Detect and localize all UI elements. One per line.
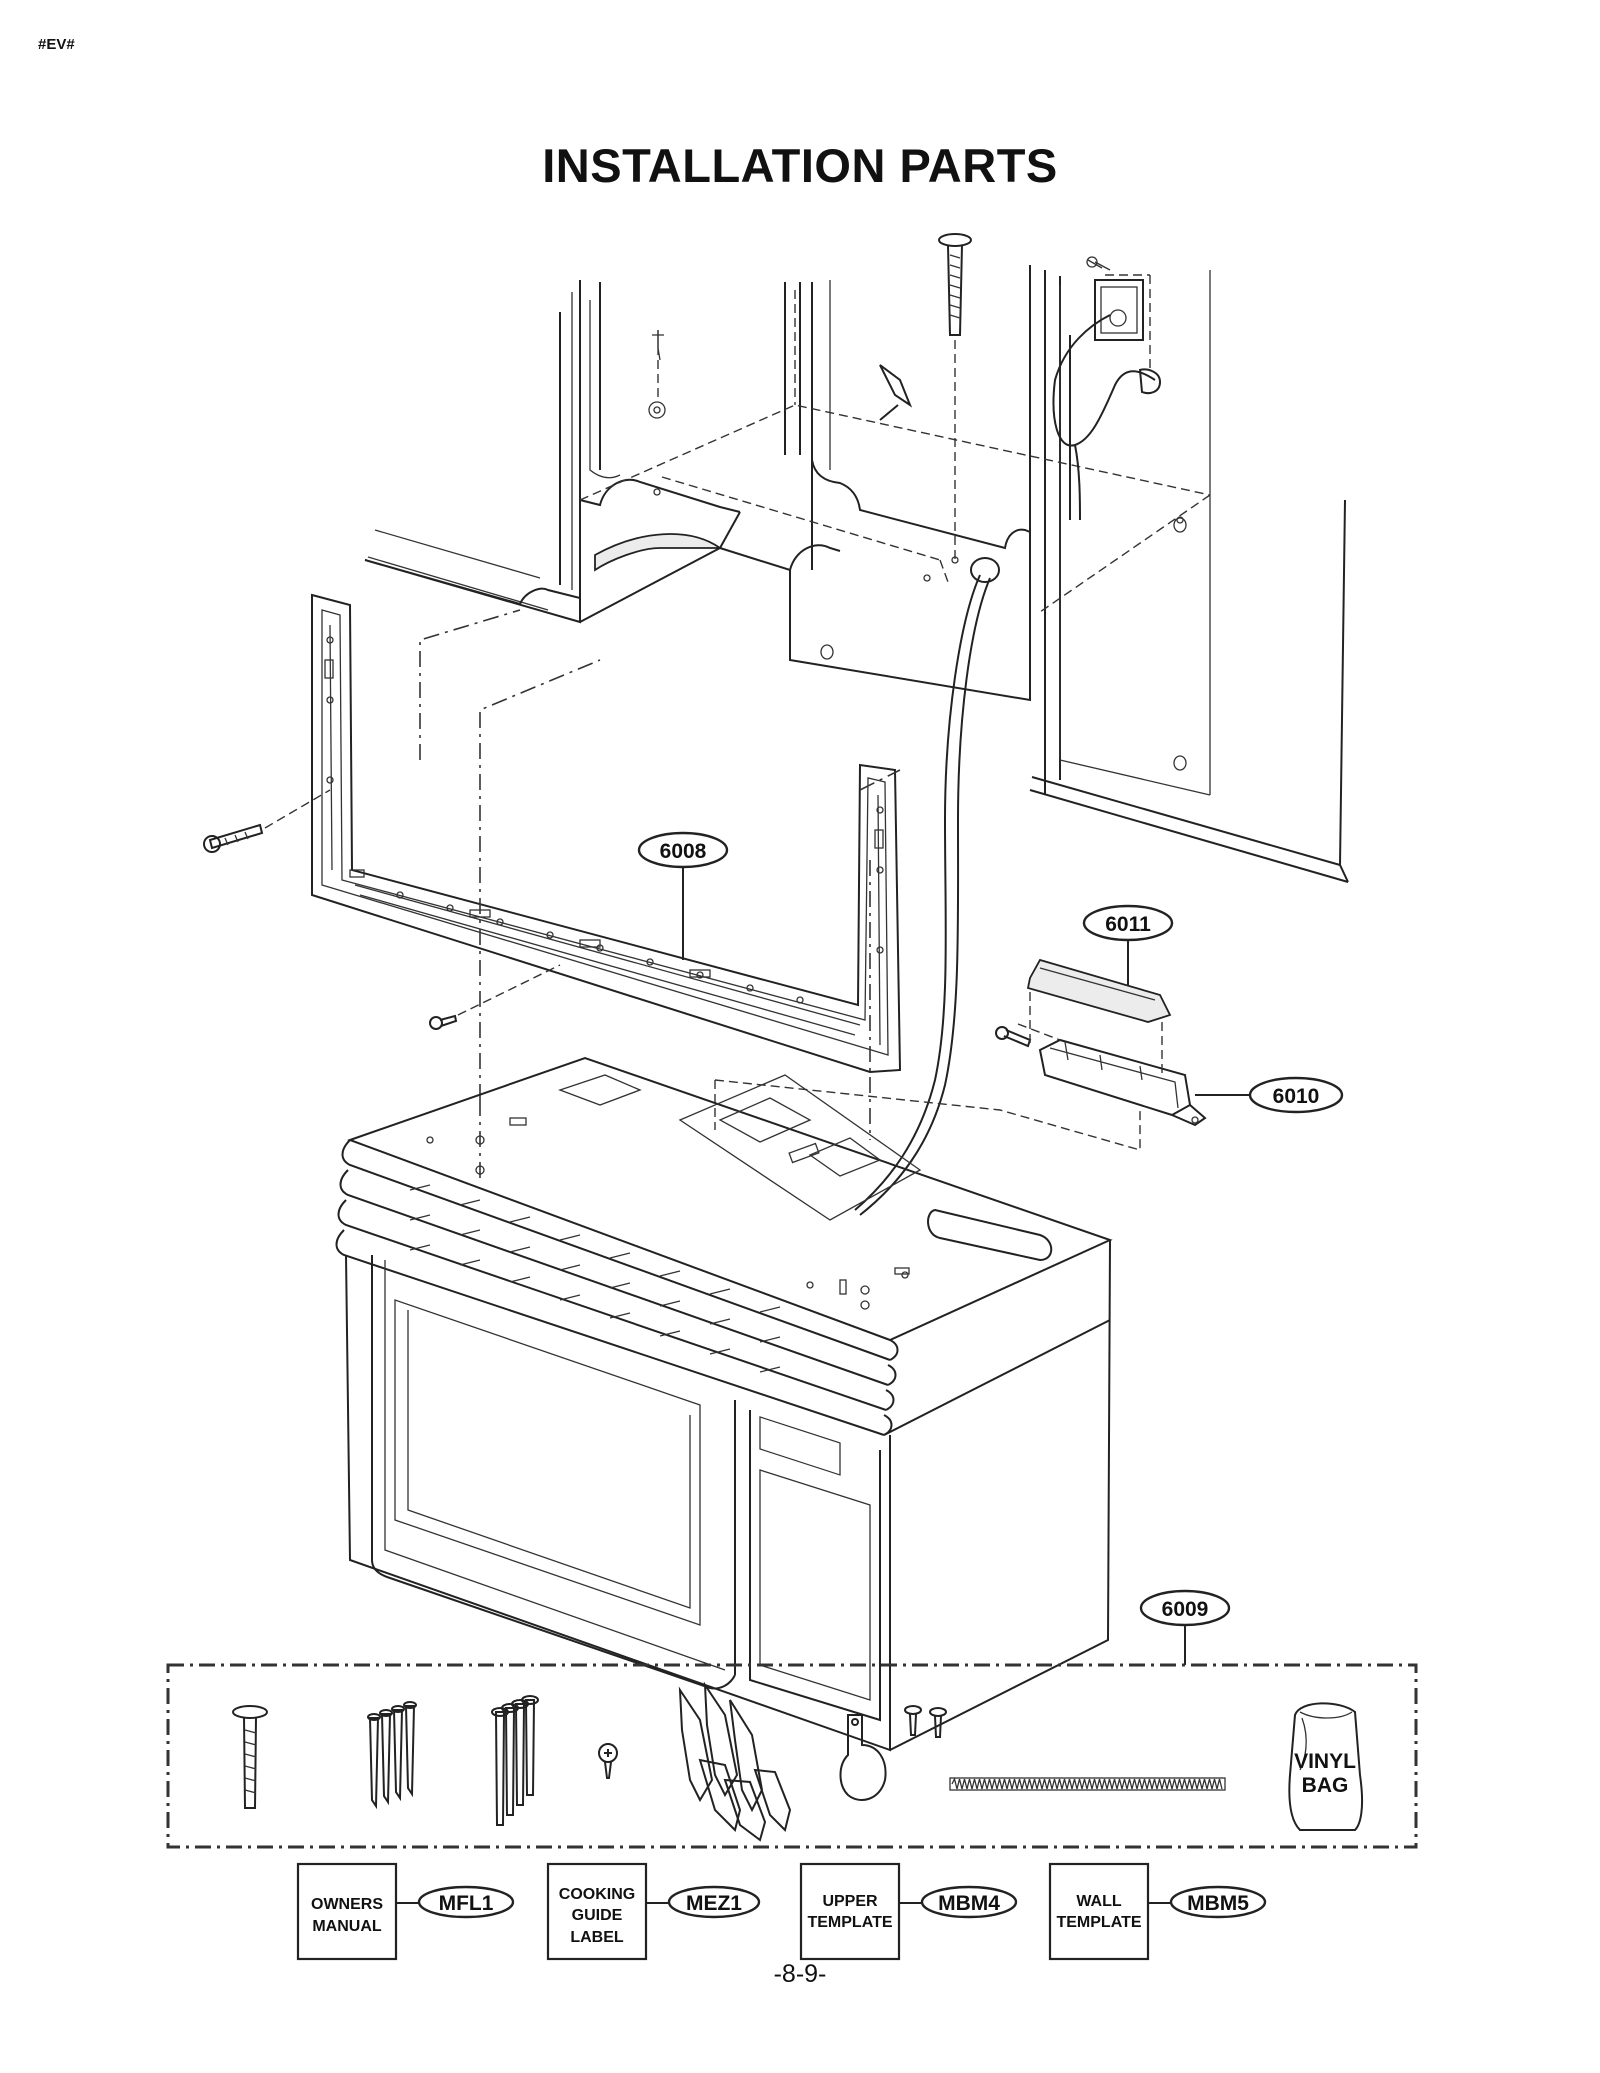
damper-parts-drawing — [714, 958, 1207, 1151]
doc-wall-template-line2: TEMPLATE — [1056, 1914, 1141, 1931]
doc-owners-manual: OWNERS MANUAL MFL1 — [296, 1862, 515, 1961]
documents-row: OWNERS MANUAL MFL1 COOKING GUIDE LABEL M… — [296, 1862, 1267, 1961]
vinyl-bag-icon: VINYL BAG — [1288, 1702, 1364, 1831]
doc-cooking-guide-code: MEZ1 — [686, 1892, 742, 1915]
doc-wall-template-code: MBM5 — [1187, 1892, 1249, 1915]
doc-upper-template-code: MBM4 — [938, 1892, 1000, 1915]
cord-clamp-icon — [839, 1714, 887, 1801]
doc-owners-manual-line1: OWNERS — [311, 1896, 383, 1913]
upper-cabinet-drawing — [364, 233, 1349, 1216]
doc-cooking-guide-label: COOKING GUIDE LABEL MEZ1 — [546, 1862, 761, 1961]
doc-cooking-guide-line1: COOKING — [559, 1886, 635, 1903]
wood-screws-icon — [367, 1701, 417, 1810]
wing-toggles-icon — [678, 1681, 792, 1842]
mounting-plate-6008 — [203, 593, 902, 1140]
doc-upper-template: UPPER TEMPLATE MBM4 — [799, 1862, 1018, 1961]
document-code: #EV# — [38, 36, 75, 53]
vinyl-bag-label-2: BAG — [1302, 1774, 1349, 1797]
doc-wall-template: WALL TEMPLATE MBM5 — [1048, 1862, 1267, 1961]
callout-6010: 6010 — [1195, 1076, 1344, 1114]
filter-spring-icon — [949, 1777, 1226, 1791]
vinyl-bag-label-1: VINYL — [1294, 1750, 1356, 1773]
parts-kit-6009: VINYL BAG — [166, 1663, 1418, 1849]
microwave-oven-drawing — [335, 1056, 1113, 1752]
doc-upper-template-line2: TEMPLATE — [807, 1914, 892, 1931]
callout-6008-label: 6008 — [660, 840, 707, 863]
callout-6011-label: 6011 — [1105, 913, 1151, 936]
doc-upper-template-line1: UPPER — [822, 1893, 878, 1910]
callout-6009-label: 6009 — [1162, 1598, 1209, 1621]
page-number: -8-9- — [773, 1960, 827, 1988]
callout-6008: 6008 — [637, 831, 729, 960]
callout-6009: 6009 — [1139, 1589, 1231, 1665]
small-screw-icon — [598, 1743, 618, 1779]
toggle-bolts-icon — [491, 1695, 539, 1826]
callout-6011: 6011 — [1082, 904, 1174, 985]
doc-wall-template-line1: WALL — [1076, 1893, 1122, 1910]
clamp-screws-icon — [904, 1705, 947, 1738]
long-bolt-icon — [232, 1705, 268, 1809]
doc-cooking-guide-line3: LABEL — [570, 1929, 624, 1946]
doc-owners-manual-line2: MANUAL — [312, 1918, 382, 1935]
doc-owners-manual-code: MFL1 — [439, 1892, 494, 1915]
doc-cooking-guide-line2: GUIDE — [572, 1907, 623, 1924]
page-title: INSTALLATION PARTS — [542, 139, 1058, 192]
callout-6010-label: 6010 — [1273, 1085, 1320, 1108]
